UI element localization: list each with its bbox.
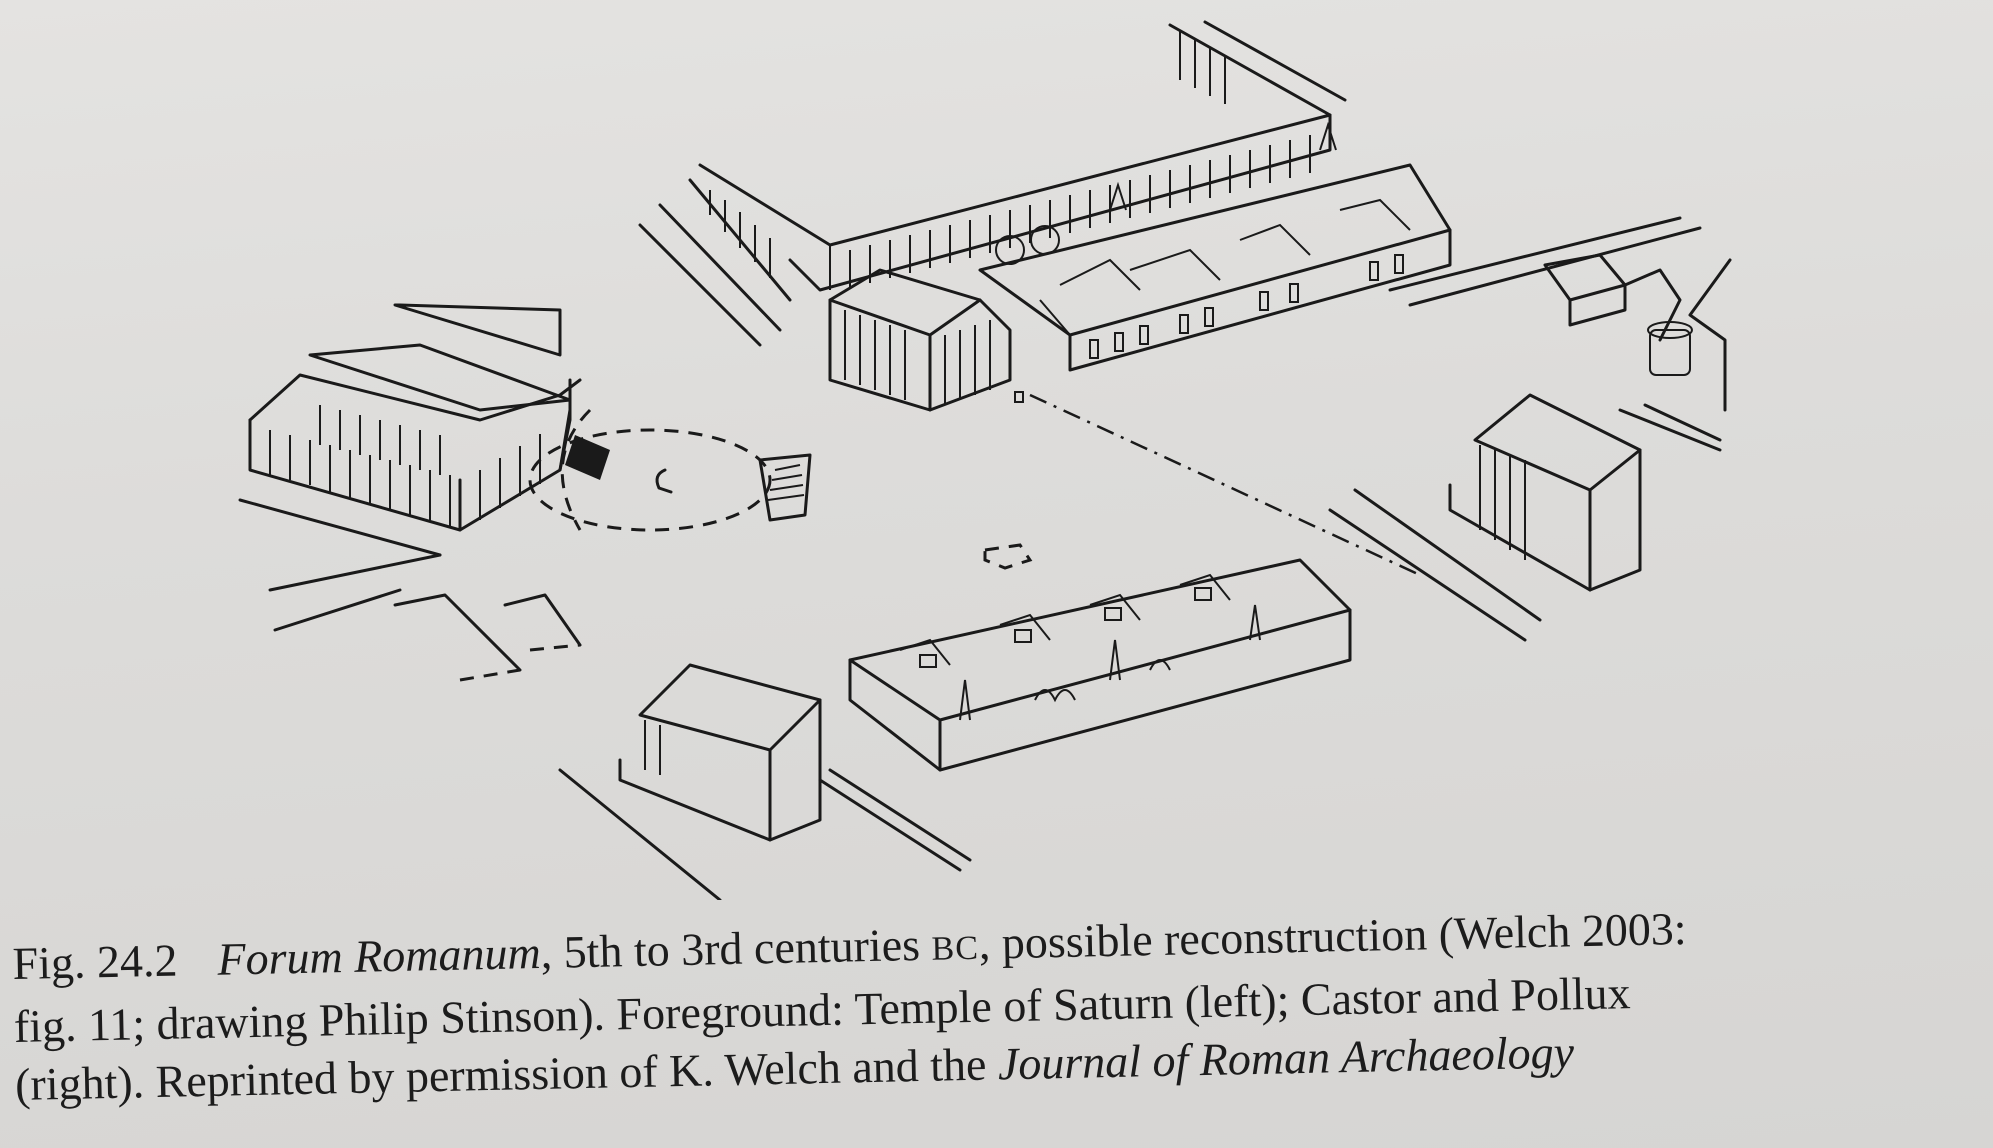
dashed-feature — [983, 543, 1033, 570]
top-portico-building — [638, 20, 1347, 347]
foreground-tabernae-row — [848, 558, 1352, 772]
dashdot-boundary-line — [1029, 393, 1421, 577]
caption-title: Forum Romanum — [216, 926, 542, 985]
caption-era: BC — [931, 929, 980, 968]
caption-text: , possible reconstruction (Welch 2003: — [978, 902, 1688, 969]
temple-castor-pollux — [1328, 393, 1642, 642]
forum-reconstruction-drawing — [238, 20, 1732, 902]
figure-caption: Fig. 24.2 Forum Romanum, 5th to 3rd centu… — [12, 894, 1985, 1114]
temple-center-top — [828, 268, 1024, 412]
temple-saturn — [558, 663, 972, 902]
top-tabernae-row — [978, 121, 1452, 372]
caption-text: , 5th to 3rd centuries — [540, 918, 932, 978]
large-temple-left — [248, 303, 582, 532]
journal-title: Journal of Roman Archaeology — [997, 1026, 1575, 1090]
right-buildings — [1388, 216, 1732, 452]
left-roads — [238, 498, 582, 682]
comitium — [528, 408, 812, 532]
figure-label: Fig. 24.2 — [12, 934, 178, 989]
